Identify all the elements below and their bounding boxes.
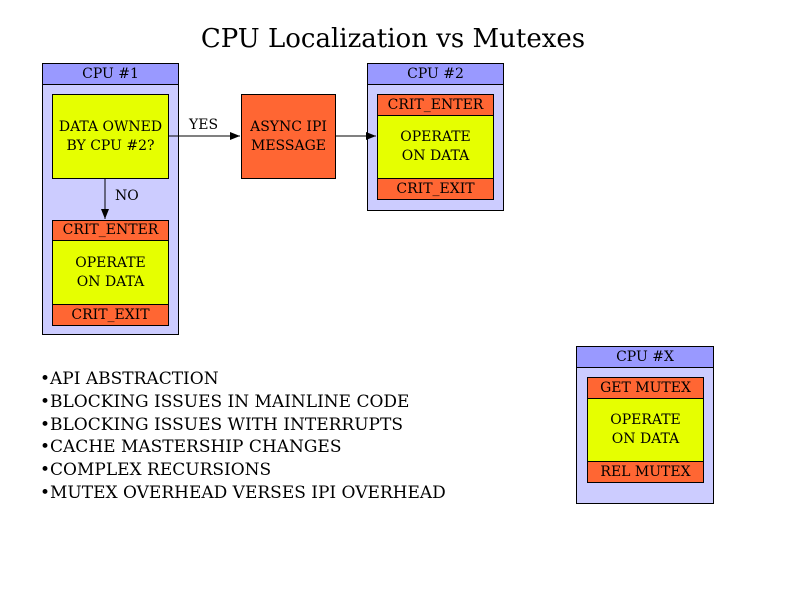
cpu1-operate-text: OPERATE ON DATA	[75, 254, 146, 290]
cpu1-crit-exit-label: CRIT_EXIT	[71, 306, 150, 323]
bullet-item: •BLOCKING ISSUES IN MAINLINE CODE	[40, 391, 410, 412]
yes-label: YES	[189, 117, 219, 133]
async-ipi-text: ASYNC IPI MESSAGE	[250, 118, 327, 154]
async-ipi-box: ASYNC IPI MESSAGE	[241, 94, 336, 179]
cpux-header: CPU #X	[577, 347, 713, 368]
cpu2-crit-exit-label: CRIT_EXIT	[396, 180, 475, 197]
bullet-item: •API ABSTRACTION	[40, 369, 219, 389]
cpu1-decision-text: DATA OWNED BY CPU #2?	[58, 118, 163, 154]
cpux-get-mutex-box: GET MUTEX	[587, 377, 704, 399]
cpu2-header: CPU #2	[368, 64, 503, 85]
page-title: CPU Localization vs Mutexes	[200, 24, 586, 54]
cpux-operate-text: OPERATE ON DATA	[610, 412, 681, 447]
cpu1-operate-box: OPERATE ON DATA	[52, 240, 169, 305]
cpu2-operate-text: OPERATE ON DATA	[400, 129, 471, 164]
cpu1-decision-box: DATA OWNED BY CPU #2?	[52, 94, 169, 179]
bullet-item: •COMPLEX RECURSIONS	[40, 460, 272, 481]
bullet-item: •BLOCKING ISSUES WITH INTERRUPTS	[40, 414, 403, 435]
cpu1-header: CPU #1	[43, 64, 178, 85]
cpu2-operate-box: OPERATE ON DATA	[377, 115, 494, 179]
cpux-rel-mutex-label: REL MUTEX	[600, 463, 691, 480]
cpu2-crit-exit-box: CRIT_EXIT	[377, 178, 494, 200]
bullet-item: •CACHE MASTERSHIP CHANGES	[40, 437, 342, 458]
cpux-operate-box: OPERATE ON DATA	[587, 398, 704, 462]
cpu1-crit-enter-label: CRIT_ENTER	[62, 222, 159, 238]
cpu1-crit-exit-box: CRIT_EXIT	[52, 304, 169, 326]
cpux-rel-mutex-box: REL MUTEX	[587, 461, 704, 483]
bullet-item: •MUTEX OVERHEAD VERSES IPI OVERHEAD	[40, 482, 446, 503]
cpux-get-mutex-label: GET MUTEX	[600, 379, 691, 396]
bullet-list: •API ABSTRACTION •BLOCKING ISSUES IN MAI…	[40, 368, 446, 505]
cpu2-crit-enter-label: CRIT_ENTER	[387, 96, 484, 113]
no-label: NO	[115, 188, 139, 204]
